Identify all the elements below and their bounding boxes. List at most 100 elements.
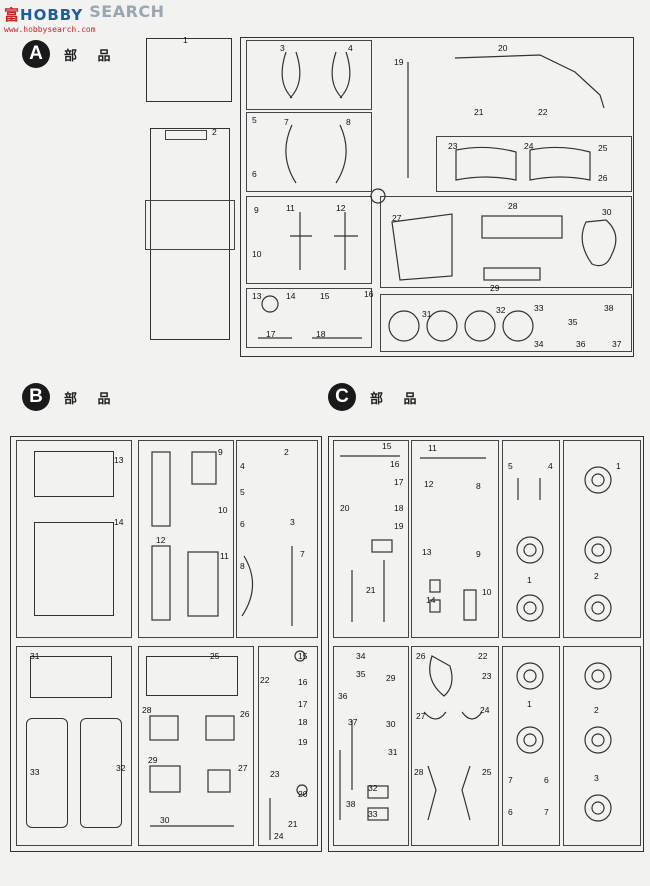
label-b33: 33 <box>30 767 40 777</box>
part-c10 <box>463 589 477 621</box>
part-a11-axle <box>290 212 312 270</box>
label-a13: 13 <box>252 291 262 301</box>
part-a13-wheel <box>261 295 279 313</box>
part-b14-body <box>34 522 114 616</box>
label-b30: 30 <box>160 815 170 825</box>
label-b23: 23 <box>270 769 280 779</box>
part-a31b-wheel <box>426 310 458 342</box>
label-c1c: 1 <box>527 699 532 709</box>
part-b11-tarp <box>187 551 219 617</box>
label-a14: 14 <box>286 291 296 301</box>
label-a37: 37 <box>612 339 622 349</box>
part-c1-wheel-f <box>516 726 544 754</box>
label-a22: 22 <box>538 107 548 117</box>
part-b31-box <box>30 656 112 698</box>
chassis-crossmember <box>165 130 207 140</box>
label-b17: 17 <box>298 699 308 709</box>
part-a4-spring <box>331 51 351 99</box>
label-c10: 10 <box>482 587 492 597</box>
part-a32-wheel <box>464 310 496 342</box>
sprue-c-cell-wheels-1 <box>563 440 641 638</box>
label-b22: 22 <box>260 675 270 685</box>
label-c6b: 6 <box>508 807 513 817</box>
label-a23: 23 <box>448 141 458 151</box>
label-b18: 18 <box>298 717 308 727</box>
label-a20: 20 <box>498 43 508 53</box>
label-a36: 36 <box>576 339 586 349</box>
label-b25: 25 <box>210 651 220 661</box>
label-b27: 27 <box>238 763 248 773</box>
sprue-a-cell-23-26 <box>436 136 632 192</box>
label-a11: 11 <box>286 203 295 213</box>
label-c17: 17 <box>394 477 404 487</box>
label-c22: 22 <box>478 651 488 661</box>
label-c29: 29 <box>386 673 396 683</box>
sprue-c-cell-4-5 <box>502 440 560 638</box>
part-c37-38-rods <box>339 720 353 820</box>
watermark-site-label: SEARCH <box>89 2 165 21</box>
label-c25: 25 <box>482 767 492 777</box>
label-c2a: 2 <box>594 571 599 581</box>
part-c2-wheel-c <box>584 726 612 754</box>
section-c-title: 部 品 <box>370 391 425 407</box>
label-a27: 27 <box>392 213 402 223</box>
part-b25-seat <box>146 656 238 696</box>
label-c34: 34 <box>356 651 366 661</box>
label-c28: 28 <box>414 767 424 777</box>
sprue-a-cell-3-4 <box>246 40 372 110</box>
label-a5: 5 <box>252 115 257 125</box>
label-c33: 33 <box>368 809 378 819</box>
label-b13: 13 <box>114 455 124 465</box>
label-a24: 24 <box>524 141 534 151</box>
label-c5: 5 <box>508 461 513 471</box>
sprue-a-cell-5-8 <box>246 112 372 192</box>
label-a29: 29 <box>490 283 500 293</box>
part-c19 <box>371 539 393 553</box>
label-c35: 35 <box>356 669 366 679</box>
label-a17: 17 <box>266 329 276 339</box>
section-b-header: B 部 品 <box>22 383 119 411</box>
label-a33: 33 <box>534 303 544 313</box>
part-a29-grille <box>483 267 541 281</box>
label-a25: 25 <box>598 143 608 153</box>
watermark-url: www.hobbysearch.com <box>4 25 96 34</box>
label-c27: 27 <box>416 711 426 721</box>
label-a7: 7 <box>284 117 289 127</box>
label-c12: 12 <box>424 479 434 489</box>
sprue-b-cell-25-30 <box>138 646 254 846</box>
label-b31: 31 <box>30 651 40 661</box>
section-a-badge: A <box>22 40 50 68</box>
sprue-b-cell-13-14 <box>16 440 132 638</box>
section-a-title: 部 品 <box>64 48 119 64</box>
label-b19: 19 <box>298 737 308 747</box>
part-a1-cab-floor <box>146 38 232 102</box>
label-a8: 8 <box>346 117 351 127</box>
part-b29-block <box>149 765 181 793</box>
part-a24-fender <box>529 146 591 181</box>
section-c-badge: C <box>328 383 356 411</box>
part-a23-fender <box>455 146 517 181</box>
part-b15 <box>294 650 306 662</box>
label-b7: 7 <box>300 549 305 559</box>
part-c24 <box>461 711 483 720</box>
label-b5: 5 <box>240 487 245 497</box>
label-b24: 24 <box>274 831 284 841</box>
label-c21: 21 <box>366 585 376 595</box>
label-c19: 19 <box>394 521 404 531</box>
sprue-c-cell-32-38 <box>333 646 409 846</box>
part-a28-bumper <box>481 215 563 239</box>
label-c1a: 1 <box>616 461 621 471</box>
label-c8: 8 <box>476 481 481 491</box>
part-a31-wheel <box>388 310 420 342</box>
watermark-logo: 富HOBBY <box>4 6 84 24</box>
label-c9: 9 <box>476 549 481 559</box>
part-a2-chassis-frame <box>150 128 230 340</box>
part-c3-wheel <box>584 794 612 822</box>
label-c2b: 2 <box>594 705 599 715</box>
label-b29: 29 <box>148 755 158 765</box>
label-b10: 10 <box>218 505 228 515</box>
part-a12-axle <box>334 212 358 270</box>
label-c1b: 1 <box>527 575 532 585</box>
sprue-b-cell-1-8 <box>236 440 318 638</box>
